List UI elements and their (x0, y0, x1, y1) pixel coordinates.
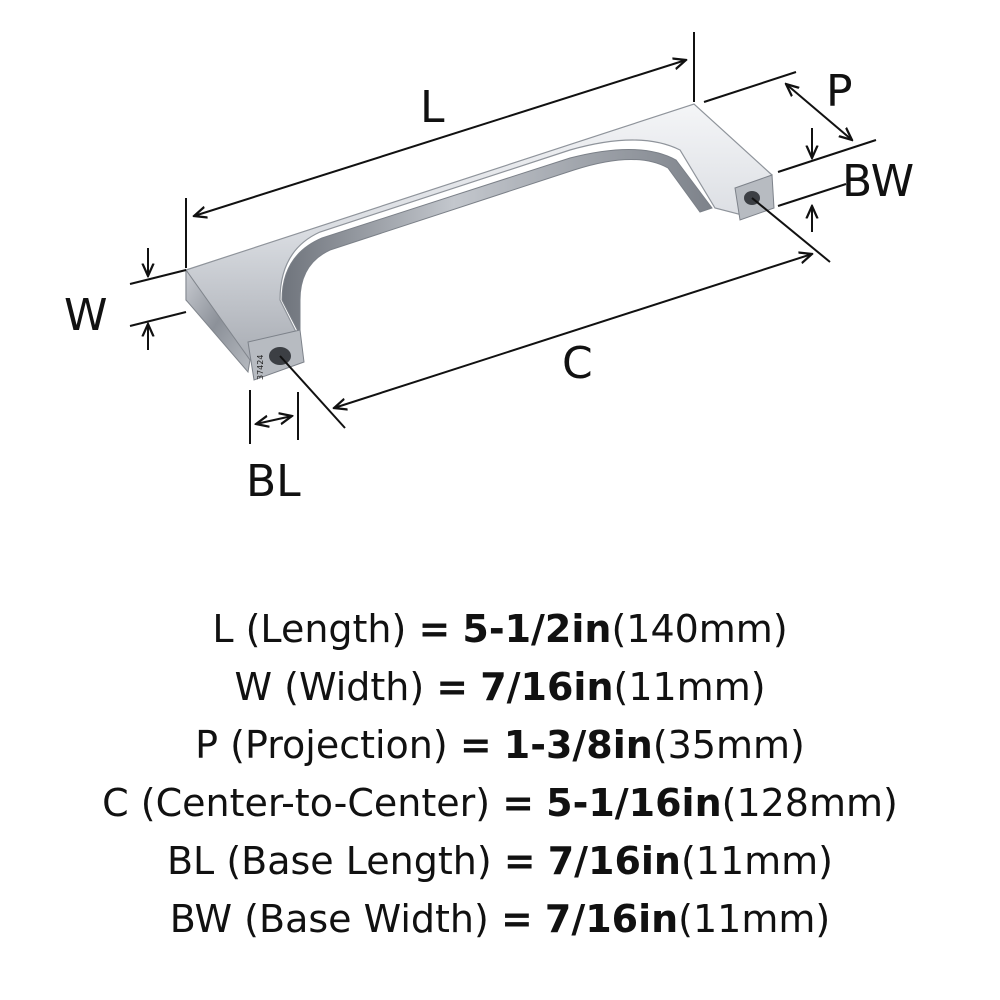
spec-equals: = (436, 665, 469, 709)
spec-row-base-length: BL (Base Length) = 7/16in(11mm) (0, 832, 1000, 890)
length-dimension: L (185, 32, 695, 268)
spec-key: BW (169, 897, 233, 941)
spec-equals: = (418, 607, 451, 651)
spec-row-center-to-center: C (Center-to-Center) = 5-1/16in(128mm) (0, 774, 1000, 832)
spec-value: 1-3/8in (503, 723, 653, 767)
spec-value: 7/16in (480, 665, 614, 709)
cabinet-pull-handle: 37424 (185, 103, 775, 381)
spec-row-base-width: BW (Base Width) = 7/16in(11mm) (0, 890, 1000, 948)
spec-value: 7/16in (547, 839, 681, 883)
spec-metric: (11mm) (678, 897, 831, 941)
spec-equals: = (500, 897, 533, 941)
base-length-dimension: BL (246, 390, 301, 507)
spec-row-projection: P (Projection) = 1-3/8in(35mm) (0, 716, 1000, 774)
spec-row-length: L (Length) = 5-1/2in(140mm) (0, 600, 1000, 658)
spec-metric: (11mm) (680, 839, 834, 883)
projection-label: P (826, 66, 853, 117)
spec-equals: = (502, 781, 535, 825)
spec-key: P (195, 723, 219, 767)
handle-top-surface (185, 103, 773, 361)
base-length-label: BL (246, 456, 301, 507)
spec-row-width: W (Width) = 7/16in(11mm) (0, 658, 1000, 716)
handle-dimension-diagram: 37424 L P BW (64, 32, 914, 507)
center-to-center-dimension: C (334, 254, 812, 408)
center-to-center-arrow (334, 254, 812, 408)
spec-key: BL (166, 839, 215, 883)
spec-key: W (234, 665, 273, 709)
spec-equals: = (459, 723, 492, 767)
spec-name: (Center-to-Center) (140, 781, 491, 825)
spec-metric: (11mm) (613, 665, 766, 709)
right-screw-line (751, 197, 831, 263)
center-to-center-label: C (562, 338, 593, 389)
base-width-dimension: BW (777, 128, 914, 232)
spec-value: 7/16in (544, 897, 679, 941)
spec-value: 5-1/16in (546, 781, 722, 825)
base-width-label: BW (842, 156, 914, 207)
spec-name: (Projection) (230, 723, 448, 767)
spec-name: (Base Length) (226, 839, 492, 883)
spec-name: (Width) (284, 665, 425, 709)
width-dimension: W (64, 248, 187, 350)
projection-dimension: P (703, 66, 877, 173)
specifications-list: L (Length) = 5-1/2in(140mm) W (Width) = … (0, 600, 1000, 948)
width-label: W (64, 290, 108, 341)
spec-metric: (35mm) (652, 723, 805, 767)
spec-value: 5-1/2in (462, 607, 612, 651)
spec-name: (Length) (245, 607, 407, 651)
handle-left-base-side (185, 268, 251, 374)
projection-arrow (786, 84, 852, 140)
spec-name: (Base Width) (244, 897, 489, 941)
spec-key: L (212, 607, 234, 651)
part-number-stamp: 37424 (256, 355, 265, 380)
spec-metric: (140mm) (611, 607, 788, 651)
length-arrow (194, 60, 686, 216)
spec-metric: (128mm) (721, 781, 898, 825)
base-length-arrow (256, 416, 292, 424)
length-label: L (420, 82, 445, 133)
spec-equals: = (503, 839, 536, 883)
spec-key: C (102, 781, 129, 825)
left-screw-line (279, 355, 346, 429)
